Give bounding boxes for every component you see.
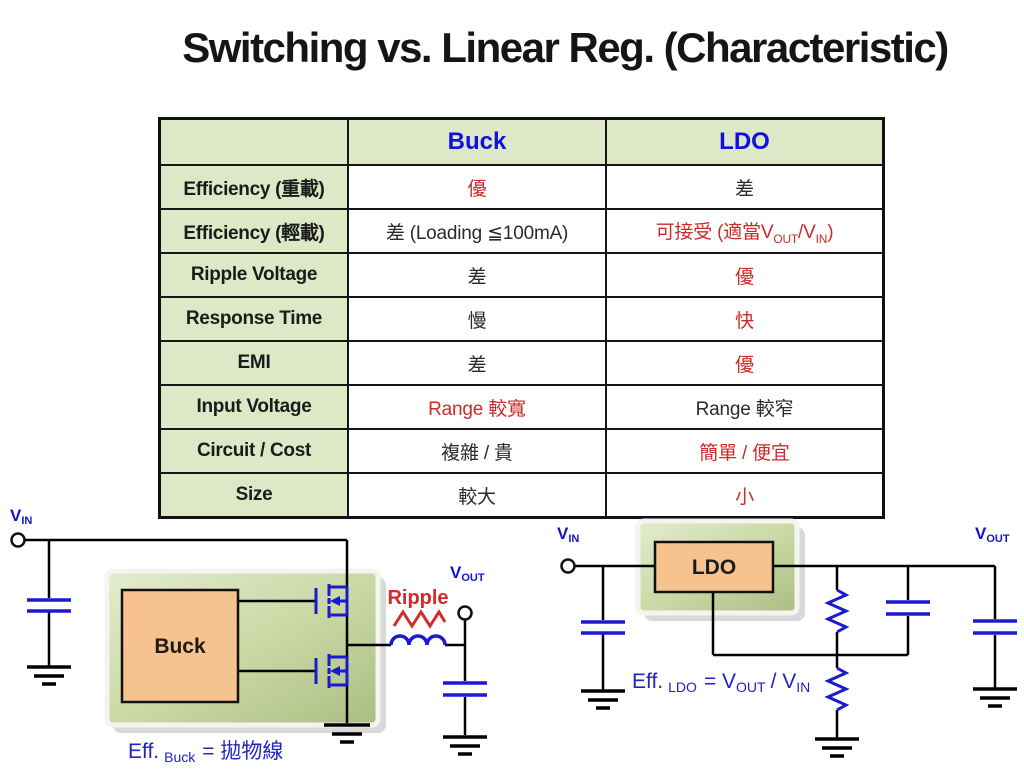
ldo-cell: 小 [605, 472, 885, 519]
page-title: Switching vs. Linear Reg. (Characteristi… [182, 24, 949, 71]
table-row: Input Voltage Range 較寬 Range 較窄 [158, 384, 885, 430]
output-capacitor [443, 681, 487, 697]
table-row: Efficiency (輕載) 差 (Loading ≦100mA) 可接受 (… [158, 208, 885, 254]
buck-circuit-diagram: Buck [10, 506, 487, 765]
feedback-resistor-bottom [824, 666, 850, 712]
column-header-ldo: LDO [605, 117, 885, 166]
row-label: Input Voltage [158, 384, 349, 430]
ldo-cell-text: /V [798, 221, 816, 243]
row-label: Response Time [158, 296, 349, 342]
output-capacitor [973, 619, 1017, 635]
ground-symbol [815, 737, 859, 758]
column-header-buck: Buck [347, 117, 607, 166]
table-row: Ripple Voltage 差 優 [158, 252, 885, 298]
row-label: EMI [158, 340, 349, 386]
vin-label: VIN [10, 506, 32, 527]
ldo-cell-text: ) [827, 221, 834, 243]
buck-cell: Range 較寬 [347, 384, 607, 430]
ripple-waveform-icon [392, 609, 447, 629]
ldo-block-label: LDO [692, 556, 736, 579]
table-row: Efficiency (重載) 優 差 [158, 164, 885, 210]
vin-terminal [10, 532, 26, 548]
buck-cell: 差 [347, 340, 607, 386]
table-row: Size 較大 小 [158, 472, 885, 519]
ldo-cell-sub: IN [815, 231, 828, 246]
table-row: EMI 差 優 [158, 340, 885, 386]
feedback-resistor-top [824, 588, 850, 634]
table-header-row: Buck LDO [158, 117, 885, 166]
vin-terminal [560, 558, 576, 574]
ldo-cell-text: 可接受 (適當V [655, 221, 774, 243]
vout-label: VOUT [975, 524, 1010, 545]
buck-block [120, 588, 240, 704]
buck-efficiency-formula: Eff.Buck= 拋物線 [128, 740, 283, 765]
inductor [389, 634, 447, 646]
ldo-cell: 優 [605, 252, 885, 298]
buck-block-label: Buck [154, 635, 206, 658]
vout-terminal [457, 605, 473, 621]
ripple-label: Ripple [387, 587, 448, 609]
row-label: Circuit / Cost [158, 428, 349, 474]
ground-symbol [443, 735, 487, 756]
buck-cell: 較大 [347, 472, 607, 519]
vout-label: VOUT [450, 563, 485, 584]
circuit-diagrams: Buck [10, 506, 1017, 765]
feedforward-capacitor [886, 600, 930, 616]
ldo-cell: Range 較窄 [605, 384, 885, 430]
mosfet-high-side [314, 584, 349, 618]
row-label: Efficiency (輕載) [158, 208, 349, 254]
table-row: Circuit / Cost 複雜 / 貴 簡單 / 便宜 [158, 428, 885, 474]
input-capacitor [581, 620, 625, 635]
buck-cell: 慢 [347, 296, 607, 342]
vin-label: VIN [557, 524, 579, 545]
mosfet-low-side [314, 654, 349, 688]
ground-symbol [581, 689, 625, 710]
ground-symbol [324, 723, 370, 744]
ldo-cell: 優 [605, 340, 885, 386]
ldo-cell: 簡單 / 便宜 [605, 428, 885, 474]
ldo-cell: 可接受 (適當VOUT/VIN) [605, 208, 885, 254]
ground-symbol [973, 687, 1017, 708]
row-label: Size [158, 472, 349, 519]
ground-symbol [27, 665, 71, 686]
ldo-cell: 快 [605, 296, 885, 342]
buck-cell: 差 [347, 252, 607, 298]
row-label: Efficiency (重載) [158, 164, 349, 210]
buck-cell: 優 [347, 164, 607, 210]
ldo-cell: 差 [605, 164, 885, 210]
corner-cell [158, 117, 349, 166]
ldo-efficiency-formula: Eff.LDO= VOUT/ VIN [632, 670, 810, 695]
ldo-circuit-diagram: LDO [557, 518, 1017, 758]
buck-wires [25, 538, 467, 735]
table-row: Response Time 慢 快 [158, 296, 885, 342]
buck-cell: 複雜 / 貴 [347, 428, 607, 474]
row-label: Ripple Voltage [158, 252, 349, 298]
ldo-cell-sub: OUT [773, 231, 799, 246]
ldo-wires [575, 564, 997, 738]
comparison-table: Buck LDO Efficiency (重載) 優 差 Efficiency … [158, 117, 885, 519]
buck-cell: 差 (Loading ≦100mA) [347, 208, 607, 254]
input-capacitor [27, 598, 71, 613]
